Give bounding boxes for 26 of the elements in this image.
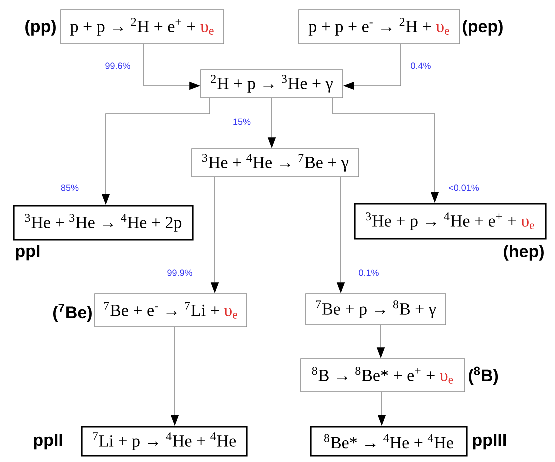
edge-label: <0.01% <box>448 184 480 192</box>
reaction-box: $^{3}$He + p → $^{4}$He + e$^{+}$ + υ$_{e}$ <box>354 203 547 240</box>
reaction-box: $^{2}$H + p → $^{3}$He + γ <box>200 70 344 98</box>
reaction-box: p + p → $^{2}$H + e$^{+}$ + υ$_{e}$ <box>60 10 224 44</box>
reaction-box: $^{7}$Li + p → $^{4}$He + $^{4}$He <box>81 426 248 457</box>
reaction-box: $^{8}$B → $^{8}$Be* + e$^{+}$ + υ$_{e}$ <box>300 358 466 392</box>
reaction-box: $^{3}$He + $^{3}$He → $^{4}$He + 2p <box>13 205 194 241</box>
edge-label: 85% <box>60 184 80 192</box>
reaction-box: $^{3}$He + $^{4}$He → $^{7}$Be + γ <box>192 148 360 178</box>
reaction-box: p + p + e$^{-}$ → $^{2}$H + υ$_{e}$ <box>298 10 460 44</box>
chain-label: (pep) <box>463 20 503 36</box>
chain-label: ppII <box>34 434 62 450</box>
chain-label: ppI <box>16 245 40 261</box>
edge-label: 15% <box>232 118 252 126</box>
reaction-box: $^{8}$Be* → $^{4}$He + $^{4}$He <box>310 426 468 457</box>
chain-label: (pp) <box>26 20 56 36</box>
edge-label: 0.1% <box>358 268 380 278</box>
reaction-box: $^{7}$Be + p → $^{8}$B + γ <box>306 294 446 326</box>
edge-label: 0.4% <box>410 62 432 70</box>
edge-label: 99.6% <box>104 62 132 70</box>
chain-label: ppIII <box>473 434 506 450</box>
chain-label: (hep) <box>504 245 544 261</box>
edge-label: 99.9% <box>166 268 194 278</box>
chain-label: ($^{7}$Be) <box>53 304 92 322</box>
reaction-box: $^{7}$Be + e$^{-}$ → $^{7}$Li + υ$_{e}$ <box>94 294 248 328</box>
chain-label: ($^{8}$B) <box>469 366 498 386</box>
